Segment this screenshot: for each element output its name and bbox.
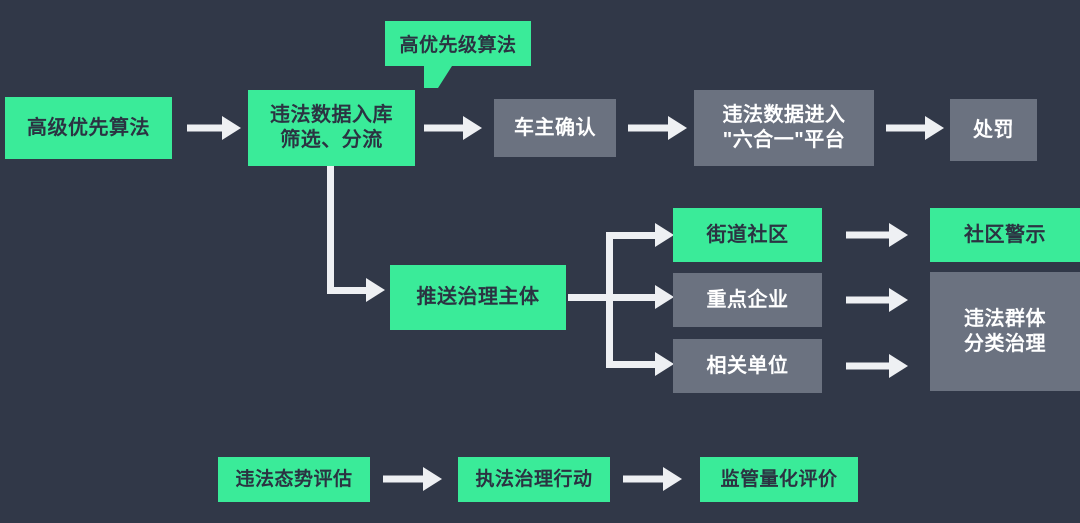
branch-to-related-unit-line (606, 361, 658, 368)
node-violation-group-classification[interactable]: 违法群体 分类治理 (930, 272, 1080, 391)
callout-label: 高优先级算法 (399, 35, 517, 56)
node-advanced-priority-algorithm[interactable]: 高级优先算法 (5, 97, 172, 159)
node-label: 监管量化评价 (720, 468, 838, 490)
node-label: 重点企业 (706, 288, 789, 311)
node-enforcement-governance-action[interactable]: 执法治理行动 (458, 457, 610, 502)
branch-to-street-community-head (655, 223, 674, 247)
node-label: 违法群体 分类治理 (964, 307, 1046, 355)
node-label: 推送治理主体 (416, 286, 540, 308)
callout-high-priority-algorithm[interactable]: 高优先级算法 (385, 21, 531, 66)
node-label: 相关单位 (706, 354, 789, 377)
node-label: 高级优先算法 (27, 116, 150, 139)
node-street-community[interactable]: 街道社区 (673, 208, 822, 262)
node-key-enterprise[interactable]: 重点企业 (673, 273, 822, 327)
node-violation-data-intake[interactable]: 违法数据入库 筛选、分流 (248, 90, 415, 166)
node-penalty[interactable]: 处罚 (950, 99, 1037, 161)
node-regulatory-quantitative-evaluation[interactable]: 监管量化评价 (700, 457, 858, 502)
node-owner-confirmation[interactable]: 车主确认 (494, 99, 616, 157)
node-label: 违法数据进入 "六合一"平台 (722, 104, 846, 151)
branch-to-key-enterprise-line (606, 294, 658, 301)
node-six-in-one-platform[interactable]: 违法数据进入 "六合一"平台 (694, 90, 874, 166)
node-label: 执法治理行动 (475, 468, 593, 490)
branch-to-street-community-line (606, 232, 658, 239)
node-label: 社区警示 (964, 223, 1046, 246)
node-label: 违法态势评估 (235, 468, 353, 490)
node-label: 街道社区 (706, 223, 789, 246)
node-push-governance-entity[interactable]: 推送治理主体 (390, 265, 566, 330)
elbow-intake-to-push-entity-vertical (327, 166, 334, 294)
elbow-intake-to-push-entity-head (366, 278, 385, 302)
branch-to-related-unit-head (655, 352, 674, 376)
node-label: 处罚 (973, 118, 1014, 141)
elbow-intake-to-push-entity-horizontal (327, 287, 369, 294)
branch-to-key-enterprise-head (655, 285, 674, 309)
branch-trunk-stem (568, 294, 613, 301)
node-community-warning[interactable]: 社区警示 (930, 208, 1080, 262)
node-violation-situation-assessment[interactable]: 违法态势评估 (218, 457, 370, 502)
node-label: 车主确认 (514, 116, 596, 139)
callout-tail-icon (424, 66, 452, 88)
node-related-unit[interactable]: 相关单位 (673, 339, 822, 393)
node-label: 违法数据入库 筛选、分流 (270, 104, 393, 151)
